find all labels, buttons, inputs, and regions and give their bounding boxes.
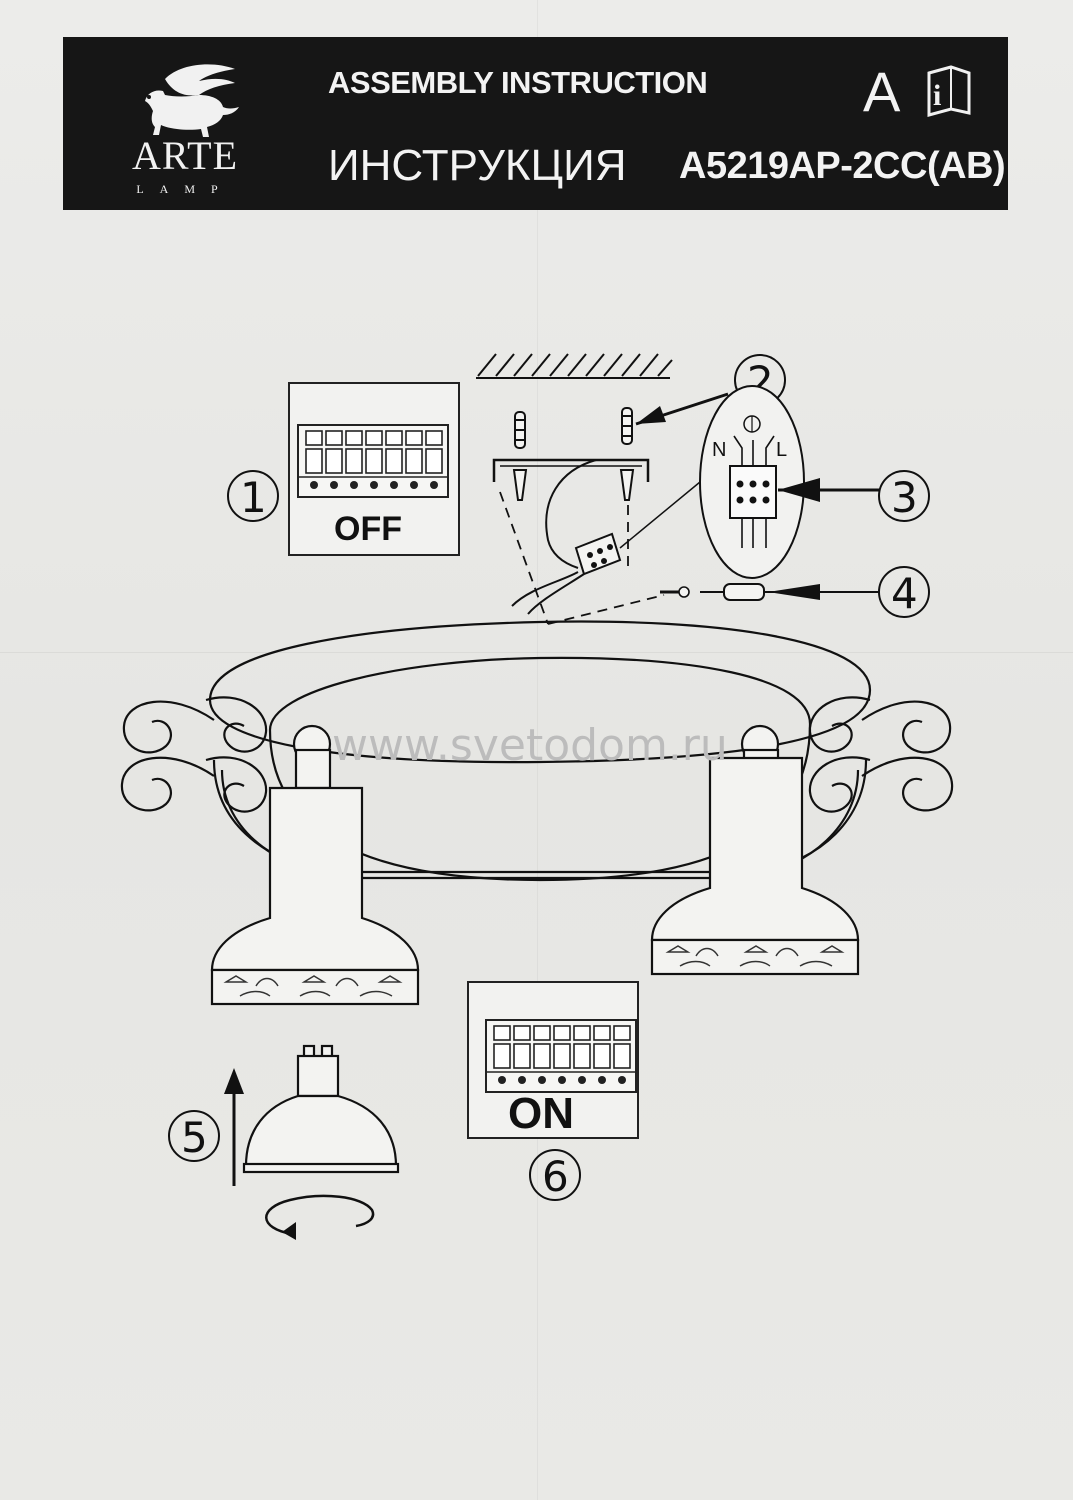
step-1-panel: OFF xyxy=(288,382,460,556)
step-6-panel: ON xyxy=(467,981,639,1139)
griffin-logo-icon xyxy=(145,64,239,137)
step-1-circle xyxy=(227,470,279,522)
title-russian: ИНСТРУКЦИЯ xyxy=(328,141,627,190)
model-number: A5219AP-2CC(AB) xyxy=(679,145,1006,187)
paper-fold-horizontal xyxy=(0,652,1073,653)
ceiling-hatch xyxy=(476,353,673,379)
wall-plugs xyxy=(514,407,633,449)
wire-connector xyxy=(511,532,622,615)
right-spotlight xyxy=(650,724,860,976)
step-3-number: 3 xyxy=(891,473,918,522)
brand-subtitle: LAMP xyxy=(136,182,234,196)
left-spotlight xyxy=(210,724,420,1006)
wiring-detail-oval: N L xyxy=(619,385,805,579)
step-4-number: 4 xyxy=(891,569,918,618)
instruction-book-icon: i xyxy=(927,65,971,117)
rotate-arrow-icon xyxy=(265,1194,375,1236)
mounting-bracket xyxy=(492,458,650,482)
step-6-circle xyxy=(529,1149,581,1201)
title-english: ASSEMBLY INSTRUCTION xyxy=(328,65,708,100)
step-5-number: 5 xyxy=(181,1113,208,1162)
mounting-screws xyxy=(512,469,635,501)
language-letter: A xyxy=(863,60,901,123)
switch-on-label: ON xyxy=(508,1089,574,1138)
watermark: www.svetodom.ru xyxy=(332,720,728,771)
neutral-terminal-label: N xyxy=(712,439,726,461)
svg-text:i: i xyxy=(933,79,941,112)
step-6-number: 6 xyxy=(542,1152,569,1201)
screwdriver-icon xyxy=(660,583,880,601)
switch-off-label: OFF xyxy=(334,510,402,548)
paper-fold-vertical xyxy=(537,0,538,1500)
lamp-frame xyxy=(120,620,954,882)
step-1-number: 1 xyxy=(240,473,267,522)
header-banner: ARTE LAMP ASSEMBLY INSTRUCTION ИНСТРУКЦИ… xyxy=(63,37,1008,210)
live-terminal-label: L xyxy=(776,439,787,461)
step-4-circle xyxy=(878,566,930,618)
step-3-circle xyxy=(878,470,930,522)
brand-name: ARTE xyxy=(131,133,239,178)
step-5-circle xyxy=(168,1110,220,1162)
step-5-bulb xyxy=(242,1044,400,1174)
